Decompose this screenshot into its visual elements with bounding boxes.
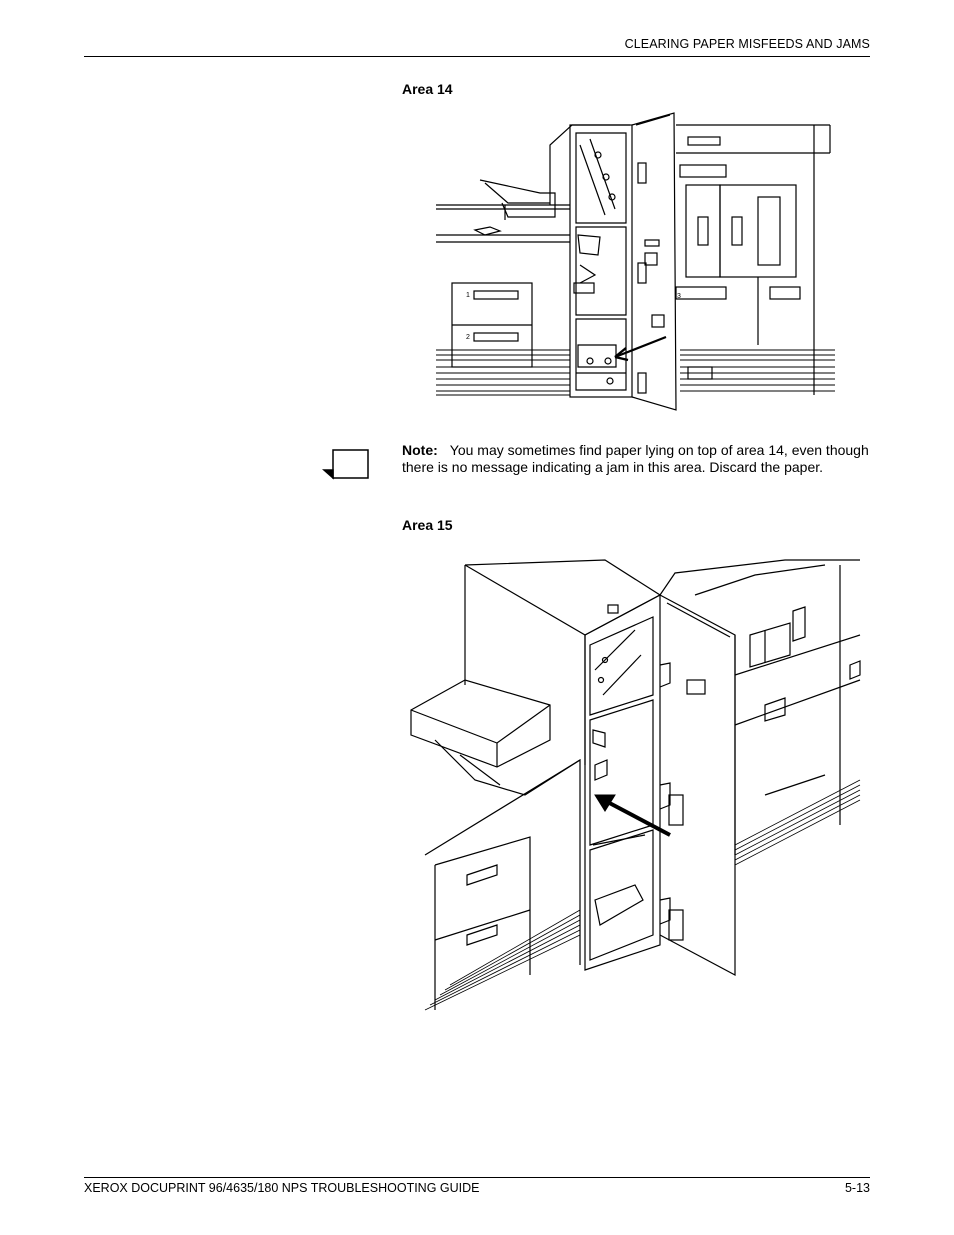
stacker-unit (436, 179, 570, 243)
footer-rule (84, 1177, 870, 1178)
note-label: Note: (402, 442, 438, 458)
area-15-illustration (410, 559, 861, 1011)
note-paragraph: Note:You may sometimes find paper lying … (402, 442, 872, 476)
transport-column (584, 594, 661, 971)
transport-column (549, 124, 633, 398)
area-14-illustration: 1 2 (436, 112, 835, 411)
printer-body: 3 (675, 124, 831, 395)
tray-label-2: 2 (466, 334, 470, 341)
note-text: You may sometimes find paper lying on to… (402, 442, 869, 475)
header-rule (84, 56, 870, 57)
note-icon (322, 449, 369, 480)
arrow-area-14 (614, 335, 667, 362)
finisher-body (424, 559, 662, 1010)
area-14-heading: Area 14 (402, 81, 453, 97)
tray-label-1: 1 (466, 292, 470, 299)
area-15-heading: Area 15 (402, 517, 453, 533)
running-head: CLEARING PAPER MISFEEDS AND JAMS (624, 37, 870, 51)
panel-label-3: 3 (677, 293, 681, 300)
printer-body (659, 559, 861, 855)
base-stripes (424, 779, 861, 1011)
arrow-area-15 (594, 794, 671, 837)
open-door (631, 112, 677, 411)
paper-trays: 1 2 (451, 282, 533, 368)
base-stripes (436, 349, 835, 396)
page-number: 5-13 (844, 1181, 870, 1195)
stacker-tray (410, 679, 581, 796)
open-door (659, 594, 736, 976)
footer-title: XEROX DOCUPRINT 96/4635/180 NPS TROUBLES… (84, 1181, 480, 1195)
